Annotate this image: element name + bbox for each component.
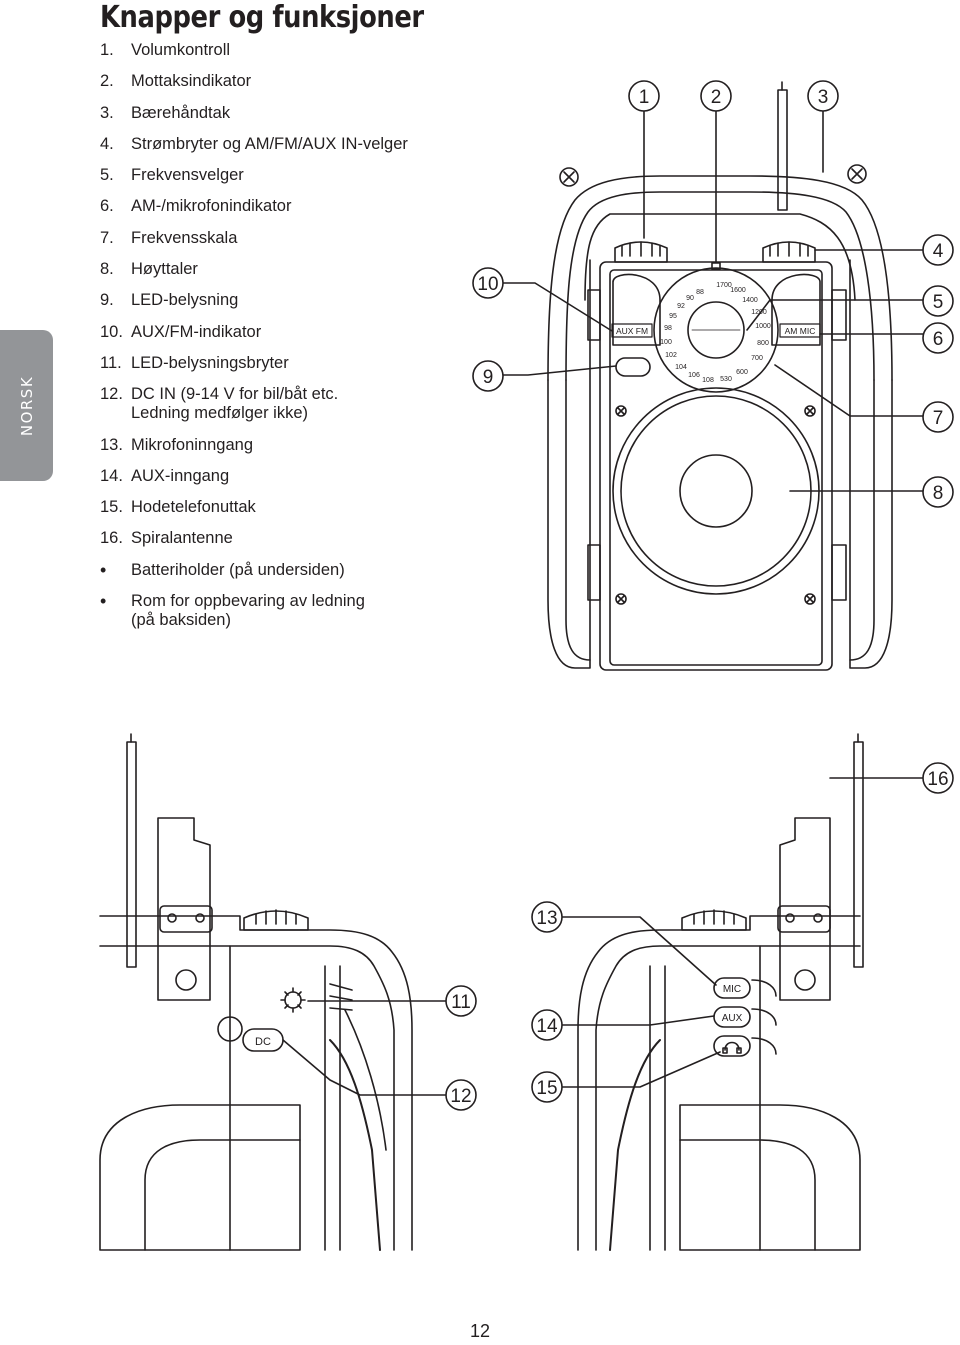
callout-4: 4 <box>933 241 944 262</box>
radio-left-side-view: DC <box>99 733 413 1251</box>
knob-icon <box>681 910 747 931</box>
dial-am-label: 1700 <box>716 282 732 289</box>
callout-13: 13 <box>536 908 557 929</box>
callout-2: 2 <box>711 87 722 108</box>
headphone-socket-icon <box>713 1035 777 1057</box>
radio-front-view: 98 100 102 104 106 108 88 90 92 95 1700 … <box>547 81 893 671</box>
dial-am-label: 1000 <box>755 323 771 330</box>
dc-label: DC <box>255 1036 271 1048</box>
callout-1: 1 <box>639 87 650 108</box>
list-item: 16.Spiralantenne <box>100 529 233 548</box>
dial-fm-label: 104 <box>675 364 687 371</box>
speaker-icon <box>612 387 820 595</box>
list-item: 5.Frekvensvelger <box>100 166 244 185</box>
callout-8: 8 <box>933 483 944 504</box>
dial-am-label: 1600 <box>730 287 746 294</box>
list-item: 2.Mottaksindikator <box>100 72 252 91</box>
led-switch-icon <box>280 983 353 1013</box>
dial-fm-label: 106 <box>688 372 700 379</box>
dial-fm-label: 90 <box>686 295 694 302</box>
reception-indicator-icon <box>711 262 721 270</box>
tuning-knob-icon <box>762 241 816 263</box>
dial-am-label: 1400 <box>742 297 758 304</box>
callout-9: 9 <box>483 367 494 388</box>
page-title: Knapper og funksjoner <box>100 0 424 35</box>
mic-label: MIC <box>723 984 741 995</box>
callout-3: 3 <box>818 87 829 108</box>
dial-am-label: 1200 <box>751 309 767 316</box>
frequency-scale <box>653 267 779 393</box>
page-number: 12 <box>469 1321 491 1341</box>
volume-knob-icon <box>614 241 668 263</box>
callout-16: 16 <box>927 769 948 790</box>
knob-icon <box>243 910 309 931</box>
callout-5: 5 <box>933 292 944 313</box>
callout-6: 6 <box>933 329 944 350</box>
dial-am-label: 800 <box>757 340 769 347</box>
list-item: 1.Volumkontroll <box>100 41 231 59</box>
antenna-icon <box>853 741 864 968</box>
screw-icon <box>847 164 867 184</box>
list-item: •Rom for oppbevaring av ledning(på baksi… <box>100 591 365 630</box>
list-item: 3.Bærehåndtak <box>100 103 231 122</box>
aux-fm-indicator-label: AUX FM <box>616 326 648 336</box>
frequency-knob-icon <box>687 301 745 359</box>
callout-7: 7 <box>933 408 944 429</box>
list-item: 15.Hodetelefonuttak <box>100 498 256 517</box>
led-light-icon <box>615 357 651 377</box>
list-item: 14.AUX-inngang <box>100 466 230 485</box>
aux-socket-icon: AUX <box>713 1006 777 1028</box>
list-item: 11.LED-belysningsbryter <box>100 353 289 372</box>
list-item: 13.Mikrofoninngang <box>100 435 253 454</box>
language-tab: NORSK <box>0 330 53 481</box>
dial-fm-label: 88 <box>696 289 704 296</box>
list-item: 4.Strømbryter og AM/FM/AUX IN-velger <box>100 134 408 153</box>
dial-fm-label: 108 <box>702 377 714 384</box>
radio-right-side-view: MIC AUX <box>577 733 864 1251</box>
list-item: 6.AM-/mikrofonindikator <box>100 197 292 216</box>
list-item: 8.Høyttaler <box>100 260 198 279</box>
callout-15: 15 <box>536 1078 557 1099</box>
screw-icon <box>559 167 579 187</box>
list-item: 10.AUX/FM-indikator <box>100 322 262 341</box>
handle-bracket <box>779 817 831 1001</box>
antenna-icon <box>126 741 137 968</box>
list-item: 7.Frekvensskala <box>100 228 238 247</box>
feature-list: 1.Volumkontroll 2.Mottaksindikator 3.Bær… <box>100 41 460 642</box>
dc-socket-icon: DC <box>217 1016 284 1052</box>
callout-10: 10 <box>477 274 498 295</box>
dial-fm-label: 95 <box>669 313 677 320</box>
callout-12: 12 <box>450 1086 471 1107</box>
screw-icon <box>615 405 816 605</box>
dial-fm-label: 92 <box>677 303 685 310</box>
carry-handle <box>547 175 893 381</box>
dial-fm-label: 102 <box>665 352 677 359</box>
am-mic-indicator-label: AM MIC <box>785 326 816 336</box>
callout-14: 14 <box>536 1016 558 1037</box>
mic-socket-icon: MIC <box>713 977 777 999</box>
callout-11: 11 <box>451 992 471 1013</box>
list-item: •Batteriholder (på undersiden) <box>100 559 345 580</box>
list-item: 12.DC IN (9-14 V for bil/båt etc.Ledning… <box>100 385 339 423</box>
dial-fm-label: 100 <box>660 339 672 346</box>
list-item: 9.LED-belysning <box>100 291 239 310</box>
handle-bracket <box>157 817 211 1001</box>
dial-fm-label: 98 <box>664 325 672 332</box>
aux-label: AUX <box>722 1013 743 1024</box>
radio-body <box>599 261 833 671</box>
dial-am-label: 530 <box>720 376 732 383</box>
dial-am-label: 700 <box>751 355 763 362</box>
dial-am-label: 600 <box>736 369 748 376</box>
